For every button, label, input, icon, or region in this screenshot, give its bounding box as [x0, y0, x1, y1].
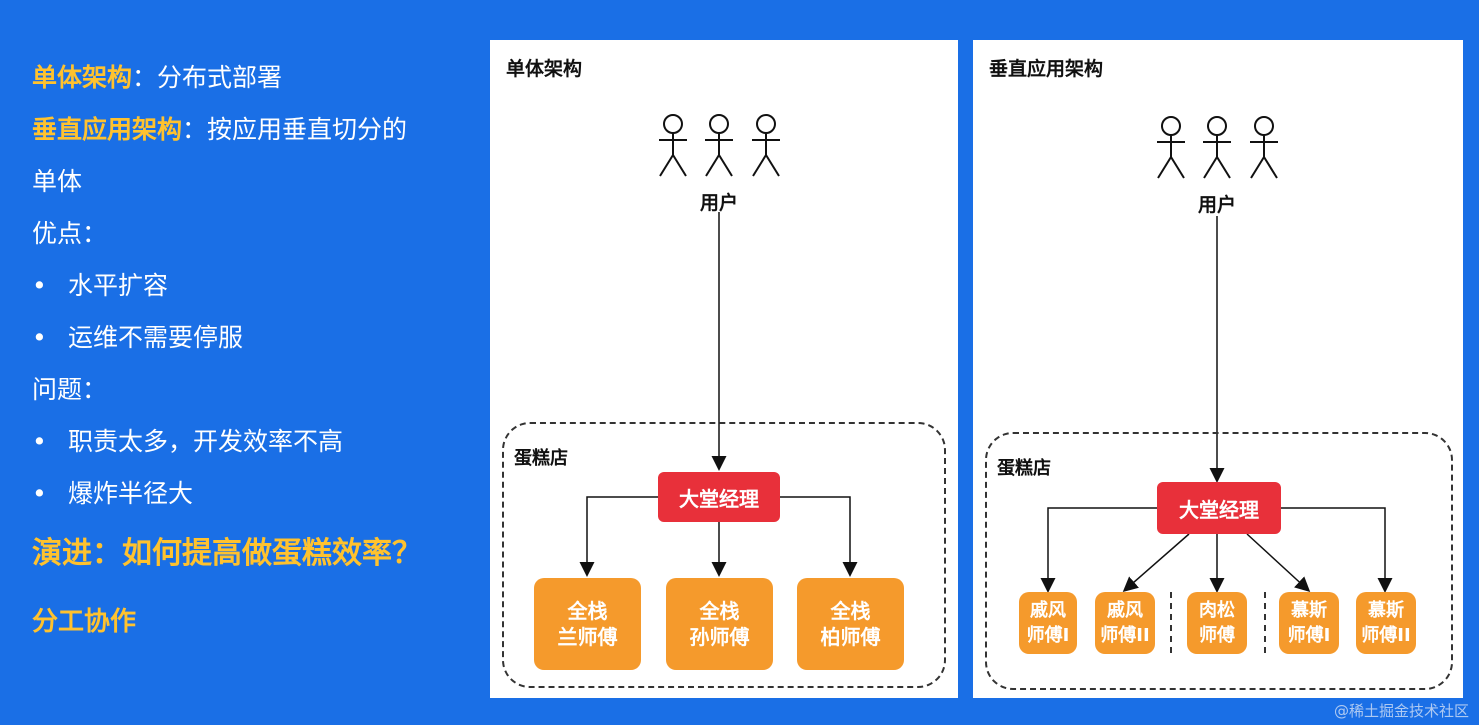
person-icon [1250, 116, 1278, 179]
person-icon [752, 114, 780, 177]
source-watermark: @稀土掘金技术社区 [1333, 702, 1469, 720]
person-icon [1203, 116, 1231, 179]
evolution-question: 演进：如何提高做蛋糕效率？ [32, 536, 422, 571]
bullet: • [32, 427, 47, 456]
pros-item: •运维不需要停服 [32, 312, 482, 364]
cons-title: 问题： [32, 375, 108, 404]
worker-node: 戚风师傅II [1095, 592, 1155, 654]
cons-item: •爆炸半径大 [32, 468, 482, 520]
vertical-diagram-panel: 垂直应用架构 [973, 40, 1463, 698]
worker-node: 全栈孙师傅 [666, 578, 773, 670]
definition-vertical: 垂直应用架构：按应用垂直切分的 [32, 104, 482, 156]
user-stick-figures [659, 114, 780, 177]
cake-shop-boundary [985, 432, 1453, 690]
person-icon [1157, 116, 1185, 179]
left-text-column: 单体架构：分布式部署 垂直应用架构：按应用垂直切分的 单体 优点： •水平扩容 … [32, 52, 482, 642]
pros-title: 优点： [32, 219, 108, 248]
panel-title: 垂直应用架构 [989, 58, 1104, 80]
cons-item: •职责太多，开发效率不高 [32, 416, 482, 468]
worker-node: 慕斯师傅I [1279, 592, 1339, 654]
users-label: 用户 [1197, 194, 1236, 216]
term-monolith: 单体架构 [32, 63, 133, 92]
person-icon [659, 114, 687, 177]
vertical-diagram-lines [1040, 116, 1393, 658]
bullet: • [32, 479, 47, 508]
bullet: • [32, 271, 47, 300]
lobby-manager-node: 大堂经理 [1157, 482, 1281, 534]
person-icon [705, 114, 733, 177]
cake-shop-boundary [502, 422, 946, 688]
worker-node: 慕斯师傅II [1356, 592, 1416, 654]
panel-title: 单体架构 [506, 58, 583, 80]
monolith-diagram-lines [579, 114, 858, 577]
pros-item: •水平扩容 [32, 260, 482, 312]
monolith-diagram-panel: 单体架构 [490, 40, 958, 698]
division-of-labor: 分工协作 [32, 607, 137, 637]
cake-shop-label: 蛋糕店 [997, 458, 1051, 479]
bullet: • [32, 323, 47, 352]
definition-monolith: 单体架构：分布式部署 [32, 52, 482, 104]
user-stick-figures [1157, 116, 1278, 179]
worker-node: 戚风师傅I [1019, 592, 1077, 654]
term-vertical: 垂直应用架构 [32, 115, 183, 144]
worker-node: 全栈兰师傅 [534, 578, 641, 670]
lobby-manager-node: 大堂经理 [658, 472, 780, 522]
definition-vertical-cont: 单体 [32, 167, 83, 196]
def-monolith: ：分布式部署 [132, 63, 283, 92]
worker-node: 全栈柏师傅 [797, 578, 904, 670]
def-vertical: ：按应用垂直切分的 [182, 115, 408, 144]
users-label: 用户 [699, 192, 738, 214]
worker-node: 肉松师傅 [1187, 592, 1247, 654]
cake-shop-label: 蛋糕店 [514, 448, 568, 469]
